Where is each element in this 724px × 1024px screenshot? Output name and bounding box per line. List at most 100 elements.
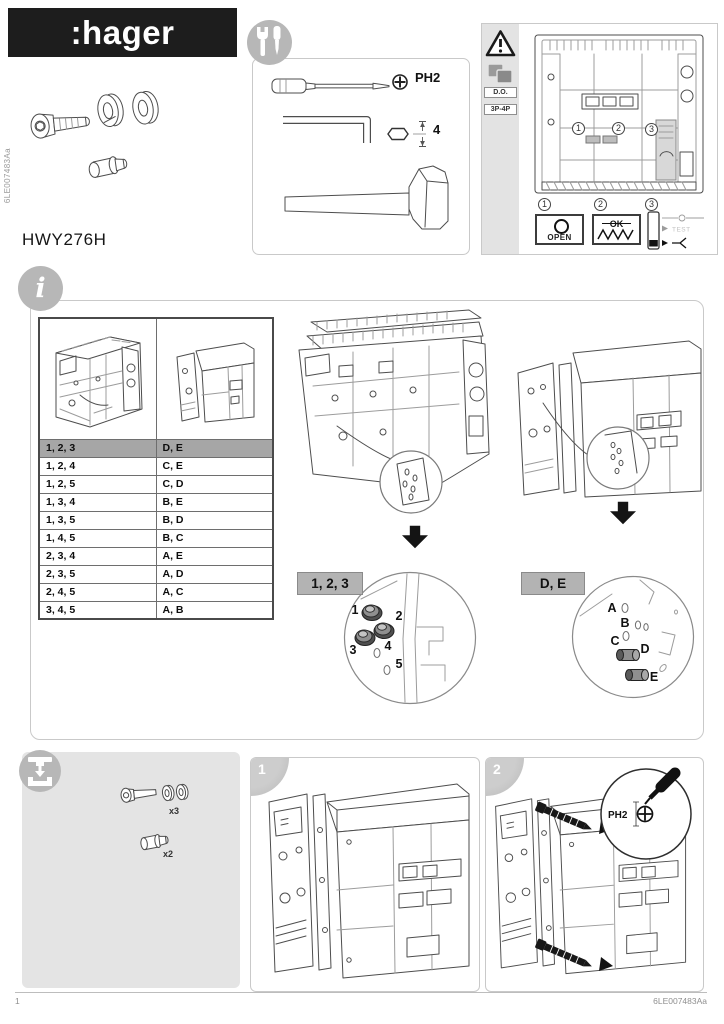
point-label: D bbox=[640, 642, 649, 656]
callout-1-marker: 1 bbox=[572, 122, 585, 135]
tool-inset: PH2 bbox=[600, 767, 692, 860]
screw-bottom-icon bbox=[535, 938, 592, 967]
table-row: 1, 2, 3 D, E bbox=[38, 438, 274, 458]
hole-C-icon bbox=[622, 631, 630, 641]
footer-document-code: 6LE007483Aa bbox=[653, 996, 707, 1006]
screwdriver-size-label: PH2 bbox=[415, 70, 441, 85]
table-row: 3, 4, 5 A, B bbox=[38, 600, 274, 620]
chassis-pins-illustration bbox=[298, 309, 490, 514]
point-label: 4 bbox=[385, 639, 392, 653]
pins-detail-chip: 1, 2, 3 bbox=[297, 572, 363, 595]
point-label: 5 bbox=[396, 657, 403, 671]
phillips-screwdriver-icon bbox=[644, 767, 681, 805]
screw-washers-illustration bbox=[120, 783, 189, 803]
hole-4-icon bbox=[373, 648, 381, 658]
sockets-detail-chip: D, E bbox=[521, 572, 585, 595]
wrench-screwdriver-icon bbox=[257, 26, 281, 56]
position-gauge-icon: TEST bbox=[647, 211, 704, 250]
sockets-detail-illustration: A B C D E bbox=[571, 575, 695, 699]
spring-discharged-icon: OK bbox=[597, 219, 634, 241]
step-1-panel: 1 bbox=[250, 757, 480, 992]
moving-part-image-cell bbox=[155, 317, 274, 440]
open-label: OPEN bbox=[547, 233, 572, 242]
point-label: E bbox=[650, 670, 658, 684]
table-header-row bbox=[38, 317, 274, 440]
table-row: 2, 3, 5 A, D bbox=[38, 564, 274, 584]
pin-combination-table: 1, 2, 3 D, E 1, 2, 4 C, E 1, 2, 5 C, D 1… bbox=[38, 317, 274, 620]
mounting-icon bbox=[19, 750, 61, 792]
callout-3-marker: 3 bbox=[645, 123, 658, 136]
product-code: HWY276H bbox=[22, 230, 107, 249]
hardware-qty-panel: x3 x2 bbox=[22, 752, 240, 988]
table-row: 2, 3, 4 A, E bbox=[38, 546, 274, 566]
hole-B-icon bbox=[634, 620, 642, 630]
pin-D-icon bbox=[616, 649, 640, 661]
down-arrow-icon bbox=[402, 525, 428, 549]
down-arrow-icon bbox=[610, 501, 636, 525]
step-1-illustration bbox=[268, 783, 470, 979]
pin-qty-label: x2 bbox=[163, 849, 174, 859]
chassis-image-cell bbox=[38, 317, 157, 440]
side-document-code: 6LE007483Aa bbox=[3, 148, 12, 204]
screw-qty-label: x3 bbox=[169, 806, 180, 816]
insert-arrow-icon bbox=[599, 957, 613, 971]
step-2-panel: 2 bbox=[485, 757, 704, 992]
allen-size-label: 4 bbox=[433, 122, 441, 137]
table-row: 1, 4, 5 B, C bbox=[38, 528, 274, 548]
draw-out-chip: D.O. bbox=[484, 87, 517, 98]
insert-parts-icon bbox=[28, 757, 52, 786]
phillips-icon bbox=[392, 74, 408, 90]
brand-logo: :hager bbox=[70, 13, 175, 51]
pin-2-icon bbox=[373, 622, 395, 639]
pin-1-icon bbox=[361, 604, 383, 621]
fixed-part-illustration bbox=[55, 336, 143, 428]
screwdriver-illustration bbox=[271, 78, 390, 94]
point-label: A bbox=[607, 601, 616, 615]
pins-detail-illustration: 1 2 3 4 5 bbox=[343, 571, 477, 705]
info-icon: i bbox=[18, 266, 63, 311]
table-row: 1, 3, 5 B, D bbox=[38, 510, 274, 530]
draw-out-part-illustration bbox=[176, 342, 255, 423]
table-row: 1, 3, 4 B, E bbox=[38, 492, 274, 512]
pin-illustration bbox=[140, 834, 169, 851]
point-label: 1 bbox=[352, 603, 359, 617]
callout-2-marker: 2 bbox=[612, 122, 625, 135]
page-number: 1 bbox=[15, 996, 20, 1006]
point-label: B bbox=[620, 616, 629, 630]
open-position-icon bbox=[554, 219, 569, 234]
step-2-illustration: PH2 bbox=[495, 767, 692, 975]
point-label: 3 bbox=[350, 643, 357, 657]
hole-5-icon bbox=[383, 665, 391, 675]
table-row: 1, 2, 5 C, D bbox=[38, 474, 274, 494]
breaker-front-illustration bbox=[534, 34, 704, 194]
allen-key-illustration bbox=[283, 116, 371, 143]
parts-kit-illustration bbox=[30, 90, 159, 178]
breaker-sockets-illustration bbox=[517, 340, 702, 498]
point-label: 2 bbox=[396, 609, 403, 623]
hole-A-icon bbox=[621, 603, 629, 613]
hammer-illustration bbox=[284, 165, 449, 230]
condition-2-number: 2 bbox=[594, 198, 607, 211]
warning-icon bbox=[485, 30, 516, 57]
condition-open-box: OPEN bbox=[535, 214, 584, 245]
footer-divider bbox=[15, 992, 707, 993]
table-row: 1, 2, 4 C, E bbox=[38, 456, 274, 476]
brand-logo-bar: :hager bbox=[8, 8, 237, 57]
condition-spring-box: OK bbox=[592, 214, 641, 245]
step2-tool-label: PH2 bbox=[608, 810, 628, 821]
pin-3-icon bbox=[354, 629, 376, 646]
condition-3-number: 3 bbox=[645, 198, 658, 211]
table-row: 2, 4, 5 A, C bbox=[38, 582, 274, 602]
condition-1-number: 1 bbox=[538, 198, 551, 211]
tools-panel: PH2 4 bbox=[252, 58, 470, 255]
overview-sidebar: D.O. 3P-4P bbox=[482, 24, 519, 254]
screw-top-icon bbox=[535, 801, 592, 830]
hex-size-icon bbox=[387, 121, 426, 147]
overview-panel: D.O. 3P-4P 1 2 bbox=[481, 23, 718, 255]
point-label: C bbox=[610, 634, 619, 648]
poles-chip: 3P-4P bbox=[484, 104, 517, 115]
packaging-cubes-icon bbox=[487, 63, 513, 84]
test-position-label: TEST bbox=[672, 227, 691, 234]
pin-E-icon bbox=[625, 669, 649, 681]
